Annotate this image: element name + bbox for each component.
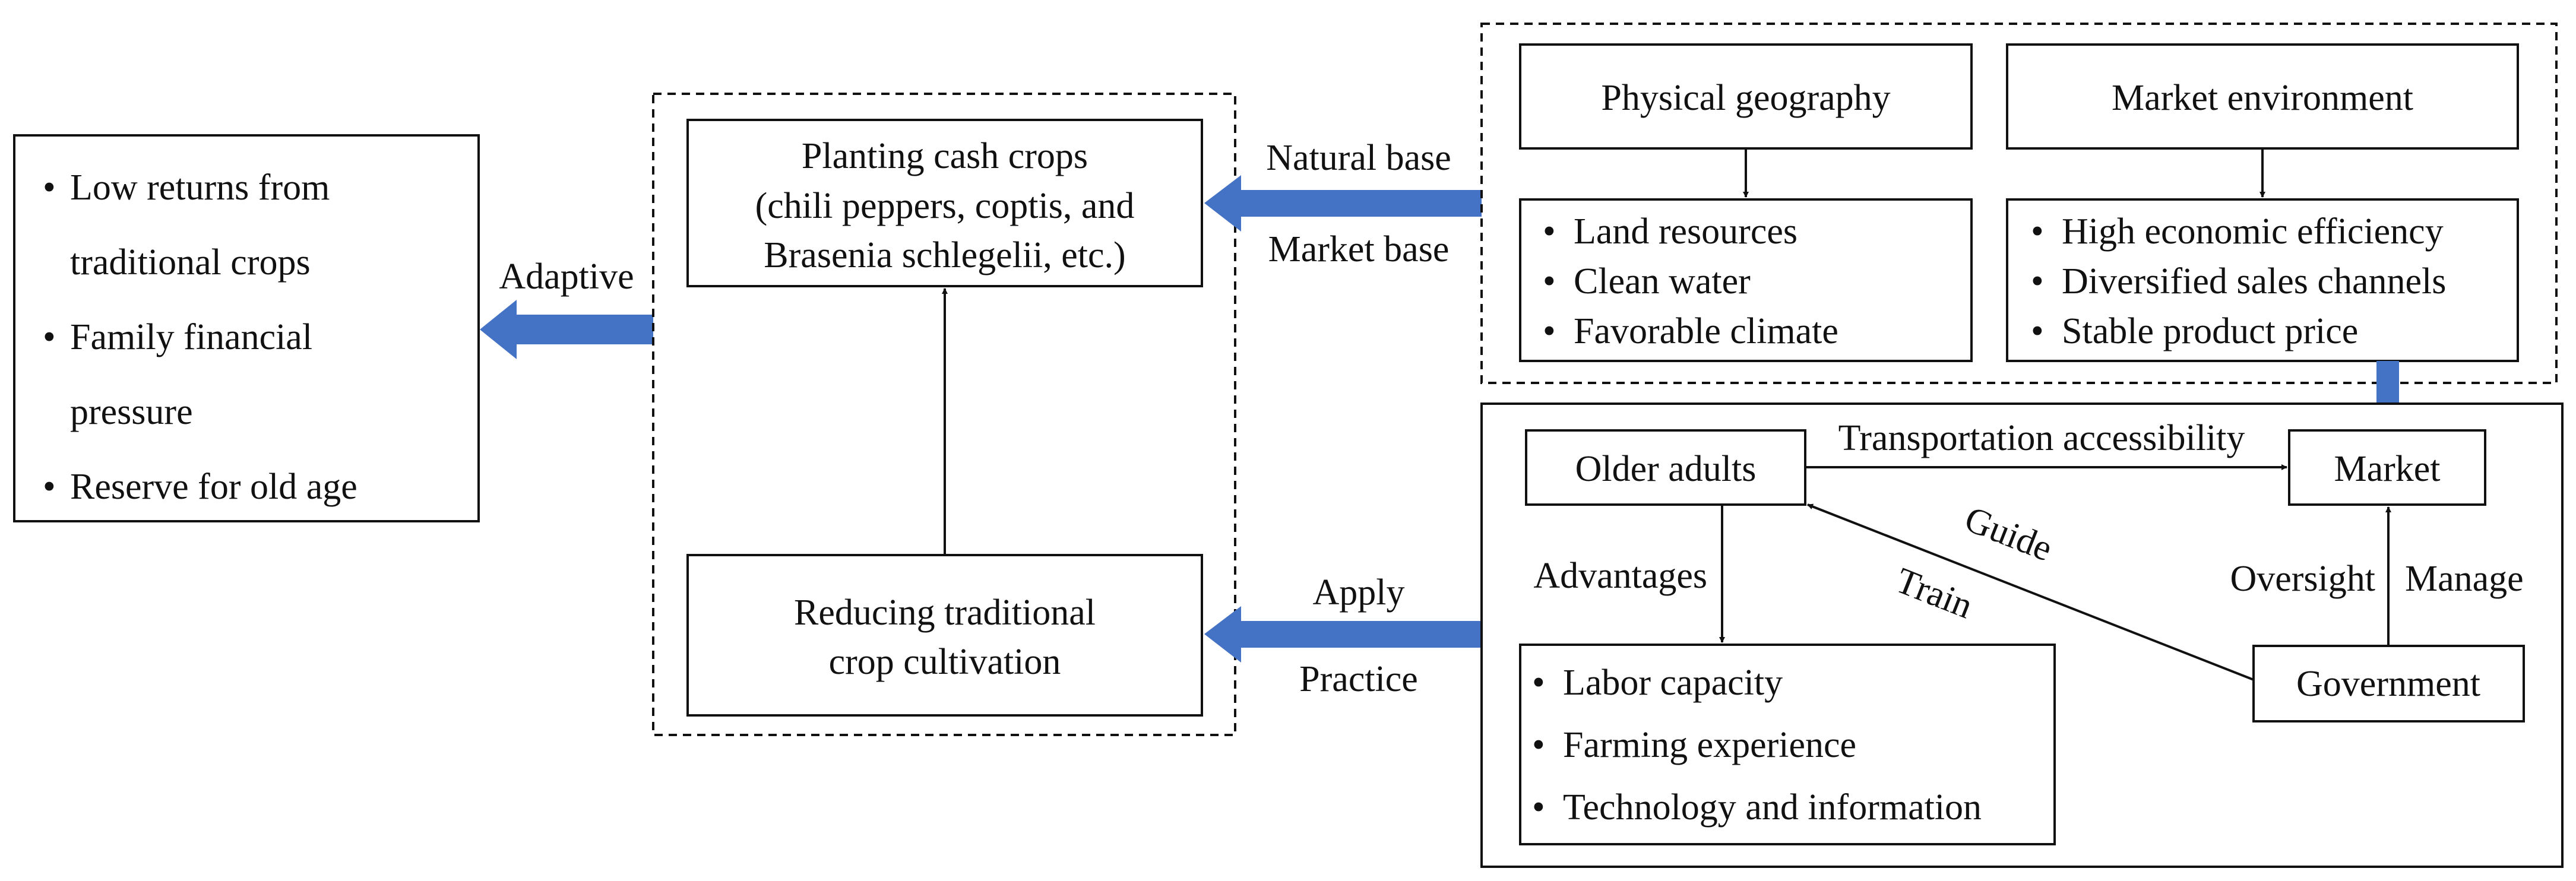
reason-line-5: Reserve for old age — [70, 467, 357, 507]
arrow-guide-icon — [1807, 503, 2254, 681]
reason-line-4: pressure — [70, 392, 193, 432]
adv-item-2: Farming experience — [1563, 725, 1856, 765]
reason-line-1: Low returns from — [70, 167, 330, 208]
adv-bullet-3: • — [1532, 787, 1545, 828]
advantages-label: Advantages — [1533, 556, 1707, 596]
reducing-line-1: Reducing traditional — [794, 592, 1096, 633]
me-item-2: Diversified sales channels — [2062, 261, 2446, 302]
planting-line-3: Brasenia schlegelii, etc.) — [764, 235, 1125, 275]
market-base-label: Market base — [1268, 229, 1450, 270]
market-label: Market — [2334, 449, 2440, 489]
pg-item-2: Clean water — [1574, 261, 1751, 302]
adv-bullet-1: • — [1532, 663, 1545, 703]
adaptive-label: Adaptive — [499, 256, 634, 297]
manage-label: Manage — [2405, 559, 2524, 599]
apply-label: Apply — [1313, 572, 1405, 613]
me-bullet-2: • — [2031, 261, 2044, 302]
me-item-3: Stable product price — [2062, 311, 2358, 351]
reason-line-2: traditional crops — [70, 242, 311, 283]
big-arrow-left-icon-top — [1204, 175, 1482, 232]
reason-bullet-1: • — [43, 167, 56, 208]
planting-line-2: (chili peppers, coptis, and — [755, 186, 1135, 226]
reason-bullet-2: • — [43, 317, 56, 357]
me-item-1: High economic efficiency — [2062, 211, 2444, 252]
middle-group: Planting cash crops (chili peppers, copt… — [652, 93, 1236, 736]
oversight-label: Oversight — [2230, 559, 2375, 599]
base-group: Physical geography Market environment • … — [1480, 23, 2558, 384]
reason-bullet-3: • — [43, 467, 56, 507]
adv-item-3: Technology and information — [1563, 787, 1982, 828]
base-arrow: Natural base Market base — [1204, 138, 1482, 270]
big-arrow-left-icon — [480, 300, 653, 359]
pg-bullet-2: • — [1543, 261, 1556, 302]
planting-line-1: Planting cash crops — [802, 136, 1088, 176]
transportation-label: Transportation accessibility — [1838, 418, 2245, 458]
big-arrow-left-icon-bottom — [1204, 606, 1482, 663]
government-label: Government — [2296, 664, 2480, 704]
physical-geography-title: Physical geography — [1601, 78, 1890, 118]
older-adults-label: Older adults — [1575, 449, 1757, 489]
practice-label: Practice — [1299, 659, 1418, 699]
apply-arrow: Apply Practice — [1204, 572, 1482, 699]
me-bullet-3: • — [2031, 311, 2044, 351]
actors-group: Older adults Market Transportation acces… — [1480, 403, 2564, 868]
adv-bullet-2: • — [1532, 725, 1545, 765]
reason-line-3: Family financial — [70, 317, 312, 357]
market-environment-title: Market environment — [2112, 78, 2413, 118]
adv-item-1: Labor capacity — [1563, 663, 1783, 703]
adaptive-arrow: Adaptive — [480, 256, 653, 359]
pg-bullet-3: • — [1543, 311, 1556, 351]
pg-item-3: Favorable climate — [1574, 311, 1838, 351]
me-bullet-1: • — [2031, 211, 2044, 252]
reducing-line-2: crop cultivation — [829, 642, 1061, 682]
natural-base-label: Natural base — [1266, 138, 1451, 178]
pg-item-1: Land resources — [1574, 211, 1797, 252]
pg-bullet-1: • — [1543, 211, 1556, 252]
reasons-box: • Low returns from traditional crops • F… — [13, 134, 480, 522]
